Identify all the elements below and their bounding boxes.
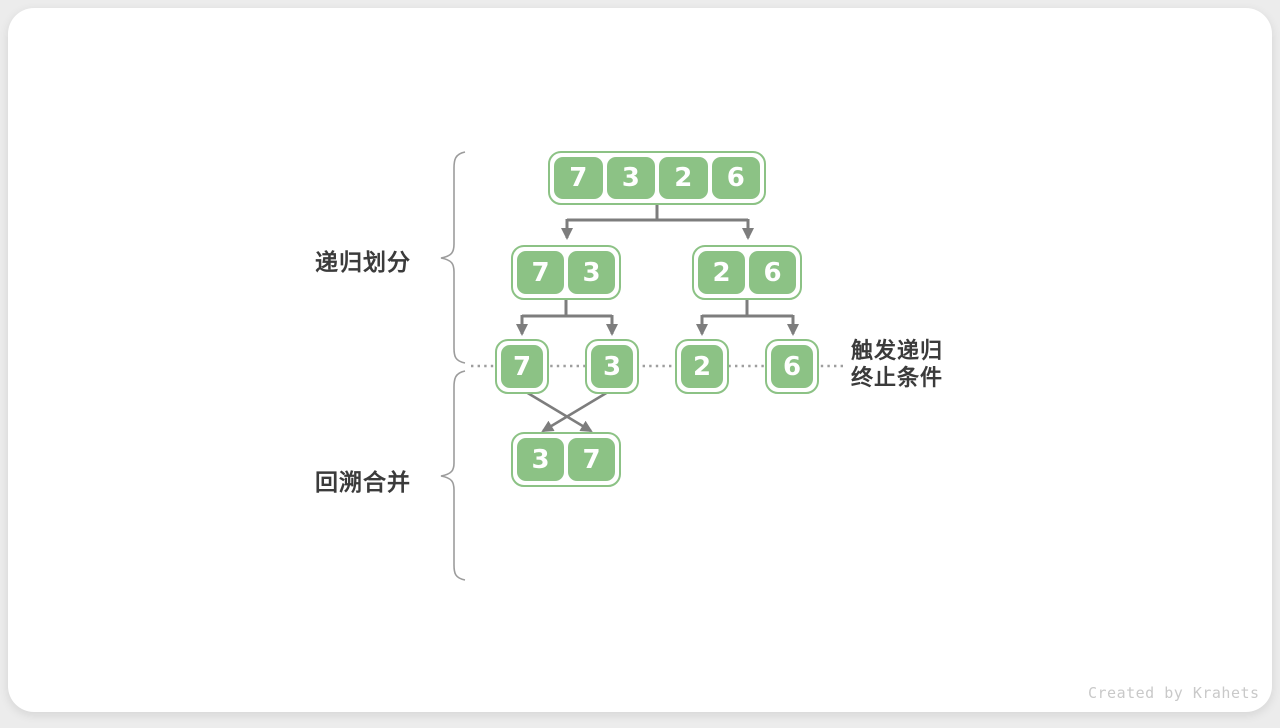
array-level4-merged: 3 7 bbox=[511, 432, 621, 487]
array-cell: 2 bbox=[659, 157, 708, 199]
array-cell: 2 bbox=[698, 251, 745, 294]
brace-divide bbox=[440, 151, 466, 364]
array-cell: 6 bbox=[711, 157, 760, 199]
array-cell: 3 bbox=[517, 438, 564, 481]
array-level2-left: 7 3 bbox=[511, 245, 621, 300]
array-level1: 7 3 2 6 bbox=[548, 151, 766, 205]
label-backtrack-merge: 回溯合并 bbox=[315, 469, 411, 495]
array-cell: 3 bbox=[606, 157, 655, 199]
array-cell: 7 bbox=[554, 157, 603, 199]
array-level3-item: 3 bbox=[585, 339, 639, 394]
array-cell: 6 bbox=[749, 251, 796, 294]
array-cell: 6 bbox=[771, 345, 813, 388]
array-cell: 7 bbox=[568, 438, 615, 481]
array-cell: 3 bbox=[591, 345, 633, 388]
array-level3-item: 6 bbox=[765, 339, 819, 394]
label-terminate-line1: 触发递归 bbox=[851, 338, 944, 363]
divide-connectors-level1 bbox=[561, 205, 754, 240]
connector-layer bbox=[440, 151, 845, 581]
array-level3-item: 7 bbox=[495, 339, 549, 394]
brace-merge bbox=[440, 370, 466, 581]
array-cell: 3 bbox=[568, 251, 615, 294]
array-cell: 7 bbox=[501, 345, 543, 388]
array-cell: 7 bbox=[517, 251, 564, 294]
label-recursive-divide: 递归划分 bbox=[315, 249, 411, 275]
watermark-credit: Created by Krahets bbox=[1088, 684, 1260, 702]
divide-connectors-level2 bbox=[516, 300, 799, 336]
array-cell: 2 bbox=[681, 345, 723, 388]
merge-cross-arrows bbox=[525, 390, 609, 433]
label-terminate-condition: 触发递归 终止条件 bbox=[851, 337, 943, 391]
array-level2-right: 2 6 bbox=[692, 245, 802, 300]
diagram-card: 7 3 2 6 7 3 2 6 7 3 2 6 3 7 递归划分 回溯合并 触发… bbox=[8, 8, 1272, 712]
array-level3-item: 2 bbox=[675, 339, 729, 394]
label-terminate-line2: 终止条件 bbox=[851, 365, 944, 390]
